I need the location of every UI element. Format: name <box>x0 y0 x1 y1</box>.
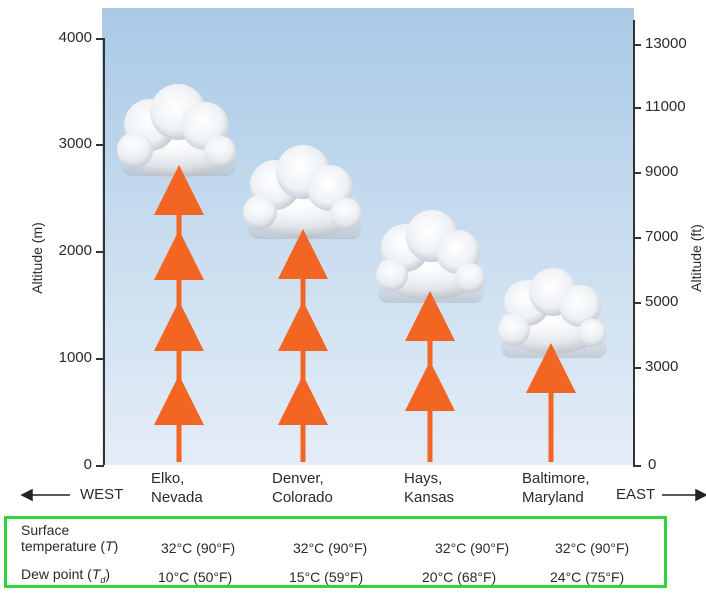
cloud-baltimore <box>498 268 607 358</box>
surface-symbol: T <box>105 538 114 554</box>
city-label-denver: Denver, Colorado <box>272 469 333 507</box>
right-tick-label-13000: 13000 <box>645 35 687 52</box>
west-arrow <box>20 488 70 502</box>
city-name: Elko, <box>151 470 185 487</box>
cloud-elko <box>117 84 236 178</box>
right-tick-label-5000: 5000 <box>645 293 679 310</box>
right-tick-7000 <box>633 237 641 239</box>
right-tick-label-0: 0 <box>648 456 657 473</box>
surface-label-close: ) <box>113 538 119 554</box>
right-tick-9000 <box>633 172 641 174</box>
right-tick-0 <box>633 465 641 467</box>
east-arrow <box>662 488 706 502</box>
east-label: EAST <box>616 486 656 503</box>
surface-temperature-label: Surface temperature (T) <box>21 522 118 554</box>
dew-point-label: Dew point (Td) <box>21 566 110 588</box>
dew-point-baltimore: 24°C (75°F) <box>550 569 625 585</box>
surface-label-line1: Surface <box>21 522 70 538</box>
left-tick-label-2000: 2000 <box>58 242 92 259</box>
dew-symbol: T <box>91 566 101 582</box>
right-tick-label-11000: 11000 <box>645 98 686 115</box>
dew-point-elko: 10°C (50°F) <box>158 569 233 585</box>
city-name: Hays, <box>404 470 443 487</box>
conditions-table: Surface temperature (T) Dew point (Td) 3… <box>4 516 667 588</box>
city-state: Colorado <box>272 489 333 506</box>
right-tick-3000 <box>633 367 641 369</box>
west-label: WEST <box>80 486 124 503</box>
city-name: Baltimore, <box>522 470 590 487</box>
surface-temp-denver: 32°C (90°F) <box>293 540 368 556</box>
surface-temp-elko: 32°C (90°F) <box>161 540 236 556</box>
surface-temp-hays: 32°C (90°F) <box>435 540 510 556</box>
city-label-baltimore: Baltimore, Maryland <box>522 469 590 507</box>
right-tick-label-7000: 7000 <box>645 228 679 245</box>
left-tick-label-3000: 3000 <box>58 135 92 152</box>
city-state: Kansas <box>404 489 455 506</box>
city-label-hays: Hays, Kansas <box>404 469 454 507</box>
city-state: Maryland <box>522 489 584 506</box>
right-tick-5000 <box>633 302 641 304</box>
dew-label-close: ) <box>105 566 111 582</box>
left-tick-4000 <box>96 38 104 40</box>
right-axis-line <box>633 20 635 465</box>
right-tick-13000 <box>633 44 641 46</box>
left-tick-3000 <box>96 144 104 146</box>
surface-label-line2: temperature (T) <box>21 538 118 554</box>
surface-label-text: temperature ( <box>21 538 106 554</box>
dew-subscript: d <box>100 574 106 585</box>
dew-label-text: Dew point ( <box>21 566 92 582</box>
left-tick-label-1000: 1000 <box>58 349 92 366</box>
left-tick-1000 <box>96 358 104 360</box>
city-state: Nevada <box>151 489 203 506</box>
city-name: Denver, <box>272 470 324 487</box>
dew-point-denver: 15°C (59°F) <box>289 569 364 585</box>
right-tick-label-3000: 3000 <box>645 358 679 375</box>
left-tick-0 <box>96 465 104 467</box>
surface-temp-baltimore: 32°C (90°F) <box>555 540 630 556</box>
right-tick-11000 <box>633 107 641 109</box>
city-label-elko: Elko, Nevada <box>151 469 203 507</box>
cloud-hays <box>376 210 485 303</box>
left-tick-label-4000: 4000 <box>58 29 92 46</box>
right-tick-label-9000: 9000 <box>645 163 679 180</box>
cloud-denver <box>243 145 362 239</box>
left-tick-2000 <box>96 251 104 253</box>
dew-point-hays: 20°C (68°F) <box>422 569 497 585</box>
left-tick-label-0: 0 <box>83 456 92 473</box>
